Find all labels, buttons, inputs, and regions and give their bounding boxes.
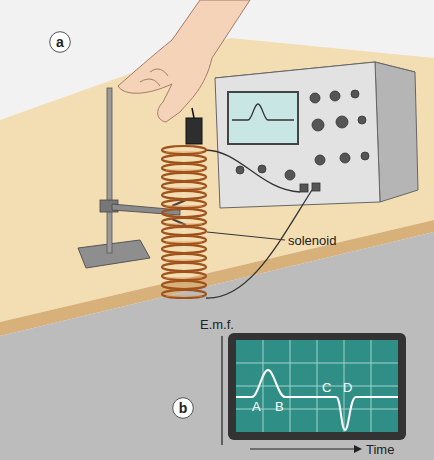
- circle-shape: [173, 398, 194, 419]
- emf-axis: [221, 336, 222, 445]
- circle-shape: [50, 32, 71, 53]
- point-label: A: [252, 400, 261, 413]
- screen-grid: [236, 340, 398, 432]
- floor-area: [0, 232, 434, 460]
- time-axis: [250, 448, 356, 449]
- oscilloscope-front: [215, 62, 380, 208]
- coil-highlight: [166, 152, 202, 296]
- oscilloscope-screen: [228, 92, 298, 144]
- point-label: C: [322, 381, 331, 394]
- leader-line: [207, 232, 285, 240]
- point-label: B: [275, 400, 284, 413]
- stand-base: [78, 240, 150, 268]
- bar-magnet: [186, 118, 202, 144]
- time-arrowhead: [354, 445, 362, 453]
- solenoid-coil: [162, 146, 206, 298]
- callout-letter: b: [172, 397, 194, 419]
- callout-circle: a: [49, 31, 71, 53]
- emf-trace: [236, 370, 398, 430]
- oscilloscope-knobs: [236, 90, 369, 192]
- stand-rod: [107, 88, 112, 253]
- part-label: solenoid: [288, 234, 336, 247]
- oscilloscope-side: [375, 62, 418, 202]
- callout-circle: b: [172, 397, 194, 419]
- callout-letter: a: [49, 31, 71, 53]
- hand: [118, 0, 250, 122]
- screen-face: [236, 340, 398, 432]
- screen-bezel: [228, 333, 406, 440]
- clamp-jaws: [172, 200, 186, 225]
- finger-lines: [140, 69, 168, 86]
- point-label: D: [343, 381, 352, 394]
- axis-label: E.m.f.: [200, 318, 234, 331]
- axis-label: Time: [366, 443, 394, 456]
- screen-trace: [232, 104, 294, 120]
- magnet-thread: [192, 108, 194, 118]
- connecting-wire: [205, 150, 300, 192]
